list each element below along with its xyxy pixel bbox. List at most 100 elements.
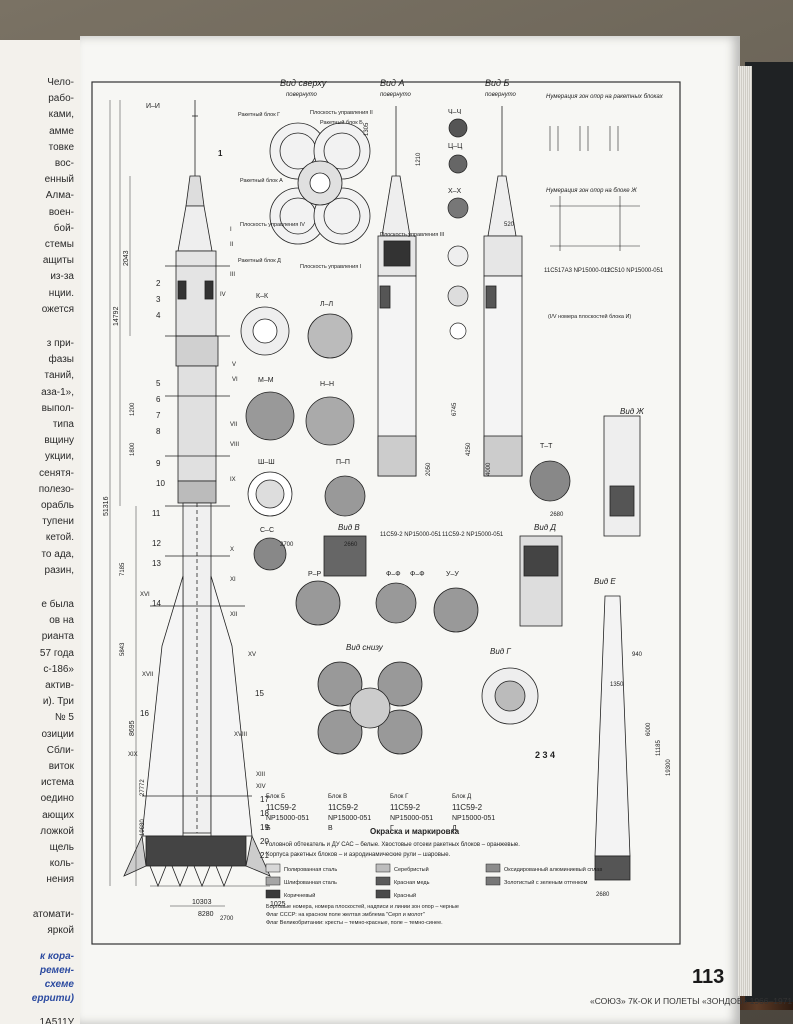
left-page-text: вос- — [54, 158, 74, 169]
left-page-text: виток — [48, 761, 74, 772]
dimension-label: 2700 — [280, 542, 294, 548]
roman-marker: XI — [230, 577, 236, 583]
dim-e: 6000 — [646, 722, 652, 736]
left-page-text: типа — [52, 419, 74, 430]
section-label: П–П — [336, 459, 350, 466]
marker: 3 — [156, 295, 161, 304]
roman-marker: VI — [232, 377, 238, 383]
left-page-text: из-за — [50, 271, 74, 283]
top-label: Плоскость управления II — [310, 110, 373, 116]
roman-marker: X — [230, 547, 234, 553]
top-label: Плоскость управления III — [380, 232, 445, 238]
left-page-text: № 5 — [54, 712, 74, 724]
marker: 14 — [152, 599, 161, 608]
marker: 15 — [255, 689, 264, 698]
left-page-text: ащиты — [42, 255, 74, 267]
left-page-text: бой- — [53, 222, 74, 234]
legend-swatch-label: Коричневый — [284, 892, 315, 899]
legend-note-3: Флаг Великобритании: кресты – темно-крас… — [266, 920, 443, 926]
block-sign-title: Блок В — [328, 794, 347, 800]
section-circles — [240, 306, 571, 633]
left-page-text: рианта — [41, 631, 74, 643]
left-page-caption: ремен- — [40, 965, 74, 976]
legend-title: Окраска и маркировка — [370, 827, 460, 836]
view-e-booster — [594, 595, 631, 881]
marker: 20 — [260, 837, 269, 846]
right-page: 51316 14792 2043 8695 10303 8280 1025 1 … — [80, 36, 792, 1024]
block-sign-sign: 11С59-2 — [266, 803, 297, 812]
left-page-text: разин, — [44, 564, 74, 576]
dimension-label: 1800 — [130, 442, 136, 456]
rocket-markers: 1 2 3 4 5 6 7 8 9 10 11 12 13 14 15 16 1… — [140, 149, 269, 860]
section-label: Ш–Ш — [258, 459, 275, 466]
block-sign-letter: Д — [452, 825, 457, 832]
legend-swatch-label: Полированная сталь — [284, 867, 337, 873]
section-label: К–К — [256, 293, 269, 300]
left-page-text: таний, — [44, 370, 74, 382]
marker: 11 — [152, 509, 161, 518]
dim-right: 1025 — [270, 901, 286, 908]
legend-line-1: Головной обтекатель и ДУ САС – белые. Хв… — [266, 841, 520, 848]
dimension-label: 2700 — [220, 916, 234, 922]
left-page-text: атомати- — [32, 908, 74, 920]
left-page-text: 57 года — [39, 647, 74, 659]
left-page-text: енный — [44, 174, 74, 186]
dim-base-width: 8280 — [198, 911, 214, 918]
roman-marker: VII — [230, 422, 238, 428]
section-label: И–И — [146, 103, 160, 110]
left-page-text: сенятя- — [39, 467, 74, 479]
left-page-text: яркой — [47, 924, 74, 936]
block-sign-title: Блок Д — [452, 794, 471, 800]
roman-marker: IX — [230, 477, 236, 483]
dimension-label: 940 — [632, 652, 643, 658]
book-title: «СОЮЗ» 7К-ОК И ПОЛЕТЫ «ЗОНДОВ» 1966–1971 — [590, 996, 793, 1006]
legend-swatch-label: Оксидированный алюминиевый сплав — [504, 866, 602, 873]
top-view-title: Вид сверху — [280, 78, 327, 88]
dimension-label: 2680 — [550, 512, 564, 518]
left-page-text: рабо- — [48, 93, 74, 105]
view-b-rocket — [483, 106, 523, 477]
numbers-234: 2 3 4 — [535, 750, 555, 760]
view-g-title: Вид Г — [490, 647, 511, 656]
left-page-text: стемы — [44, 239, 74, 250]
view-v-title: Вид В — [338, 523, 360, 532]
legend-swatch-label: Шлифованная сталь — [284, 880, 337, 886]
left-page-code: 1А511У — [39, 1017, 74, 1024]
section-label: Т–Т — [540, 443, 553, 450]
book-cover-edge — [745, 62, 793, 1002]
left-page-text: товке — [48, 141, 74, 153]
section-label: Р–Р — [308, 571, 322, 578]
section-label: Н–Н — [320, 381, 334, 388]
dim-upper: 14792 — [113, 306, 120, 326]
roman-marker: XVI — [140, 592, 150, 598]
left-page-text: вщину — [44, 435, 74, 447]
marker: 17 — [260, 795, 269, 804]
dimension-label: 2660 — [344, 542, 358, 548]
marker: 21 — [260, 851, 269, 860]
left-page-text: нения — [46, 874, 74, 886]
roman-marker: II — [230, 242, 234, 248]
left-page-text: аза-1», — [41, 386, 74, 398]
roman-marker: XIII — [256, 772, 265, 778]
dim-view-a-3: 6745 — [452, 402, 458, 416]
marker: 16 — [140, 709, 149, 718]
left-page-text: выпол- — [41, 402, 74, 414]
left-page-text: орабль — [40, 500, 74, 511]
dimension-label: 19680 — [140, 819, 146, 836]
main-rocket-side-view — [123, 100, 271, 888]
section-label: Х–Х — [448, 188, 462, 195]
view-a-sub: повернуто — [380, 92, 412, 98]
block-code: 11С59-2 NР15000-051 — [380, 532, 442, 538]
marker: 1 — [218, 149, 223, 158]
view-zh-title: Вид Ж — [620, 407, 644, 416]
left-page-text: з при- — [46, 338, 74, 349]
left-page-text: актив- — [45, 680, 74, 691]
dimension-label: 1350 — [610, 682, 624, 688]
label-11s510: 11С510 NР15000-051 — [604, 268, 664, 274]
left-page-text: е была — [41, 599, 74, 610]
dim-e3: 19300 — [666, 759, 672, 776]
